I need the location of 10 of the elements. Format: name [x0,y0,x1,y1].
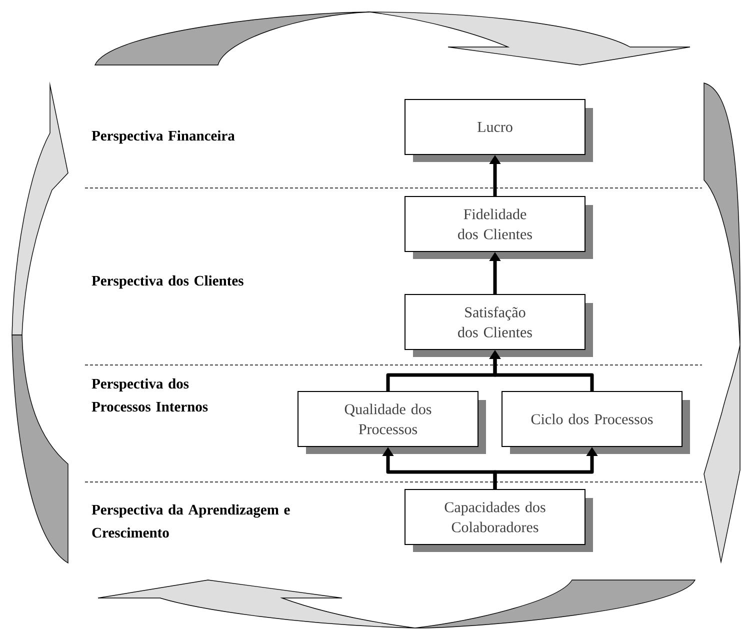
process-box: Lucro [404,99,586,155]
process-box: Capacidades dos Colaboradores [404,489,586,545]
perspective-label: Perspectiva dos Processos Internos [92,378,208,412]
process-box: Ciclo dos Processos [502,391,682,447]
process-box: Satisfação dos Clientes [404,294,586,350]
perspective-label: Perspectiva dos Clientes [92,275,244,289]
perspective-label: Perspectiva Financeira [92,130,235,144]
perspective-label: Perspectiva da Aprendizagem e Crescimento [92,504,290,538]
process-box: Qualidade dos Processos [298,391,478,447]
process-box: Fidelidade dos Clientes [404,196,586,252]
